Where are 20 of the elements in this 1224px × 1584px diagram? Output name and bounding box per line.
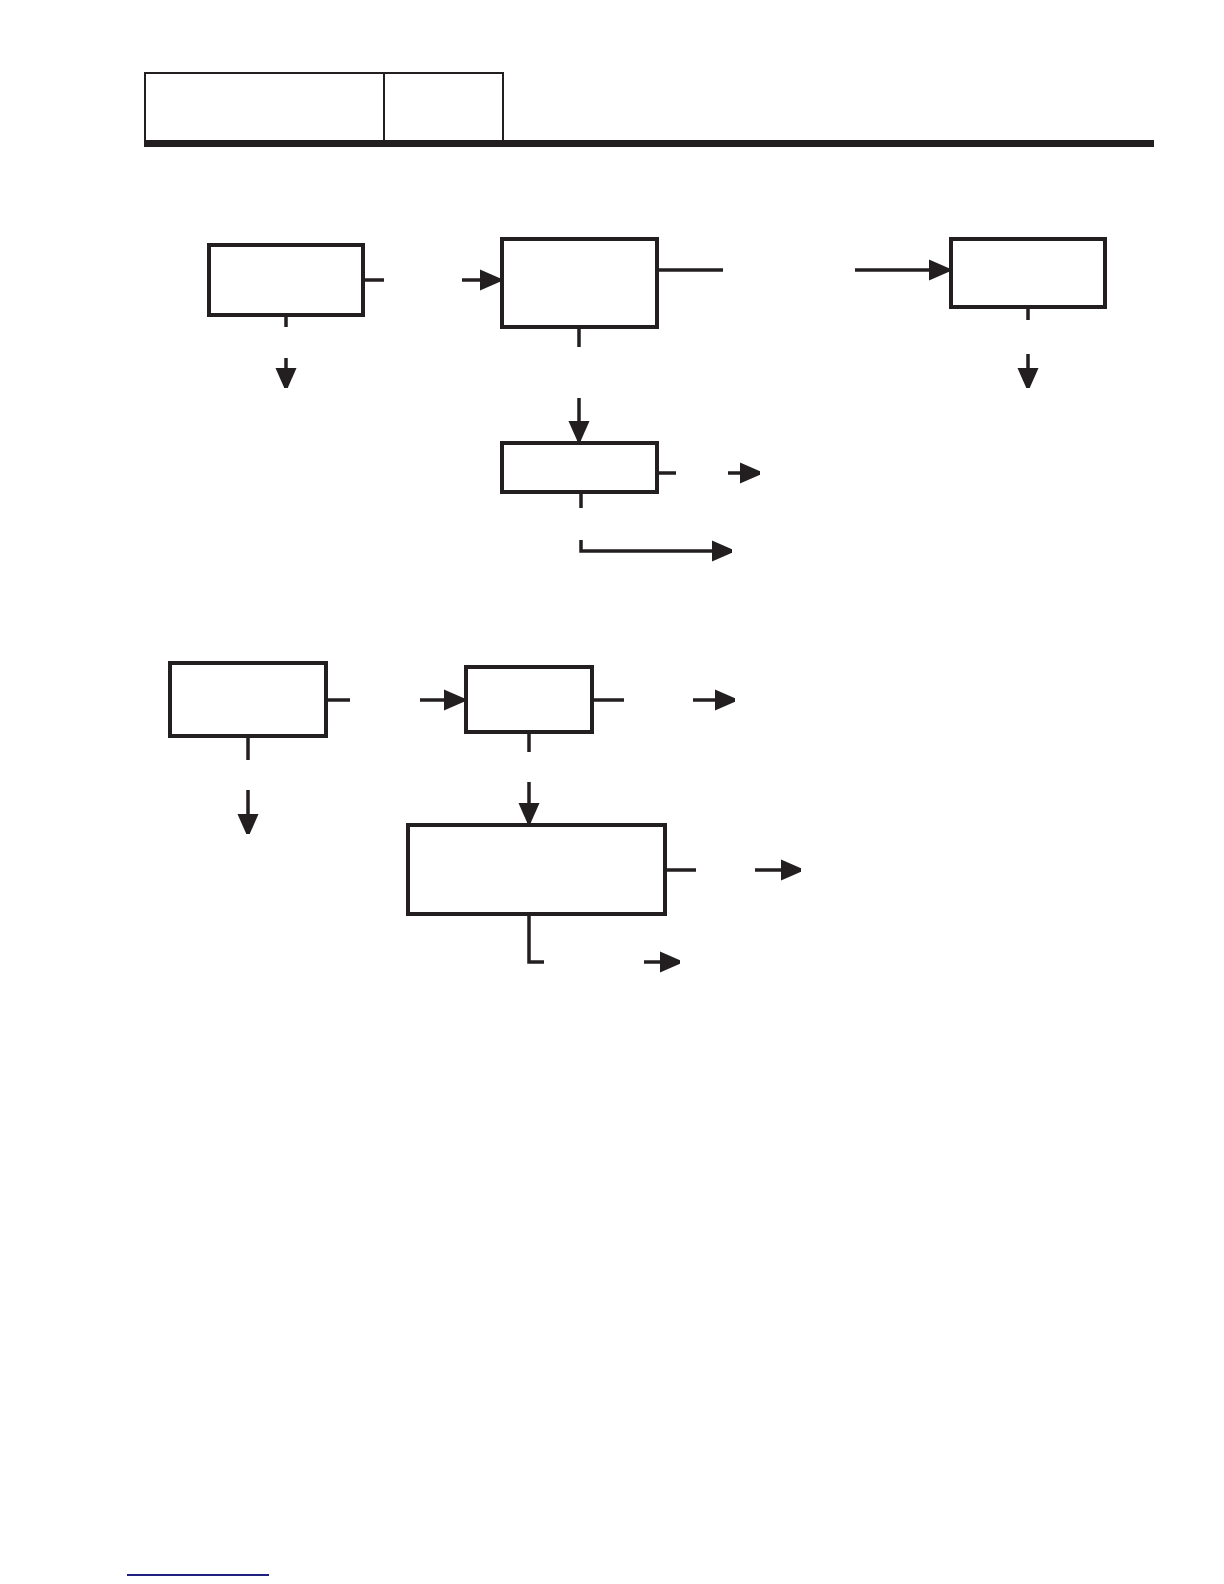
process-box — [207, 243, 365, 317]
connector-stub — [659, 268, 723, 272]
process-box — [406, 823, 667, 916]
flow-arrow — [237, 736, 259, 836]
process-box — [500, 441, 659, 494]
connector-stub — [577, 329, 581, 347]
flow-arrow — [579, 492, 734, 562]
connector-stub — [527, 916, 544, 964]
flow-arrow — [657, 462, 762, 484]
process-box — [500, 237, 659, 329]
flow-arrow — [665, 859, 803, 881]
connector-stub — [527, 734, 531, 752]
process-box — [464, 665, 594, 734]
process-box — [949, 237, 1107, 309]
flow-arrow — [592, 689, 737, 711]
connector-stub — [365, 278, 384, 282]
flow-arrow — [275, 315, 297, 390]
flow-arrow — [1017, 307, 1039, 390]
process-box — [168, 661, 328, 738]
connector-stub — [328, 698, 350, 702]
